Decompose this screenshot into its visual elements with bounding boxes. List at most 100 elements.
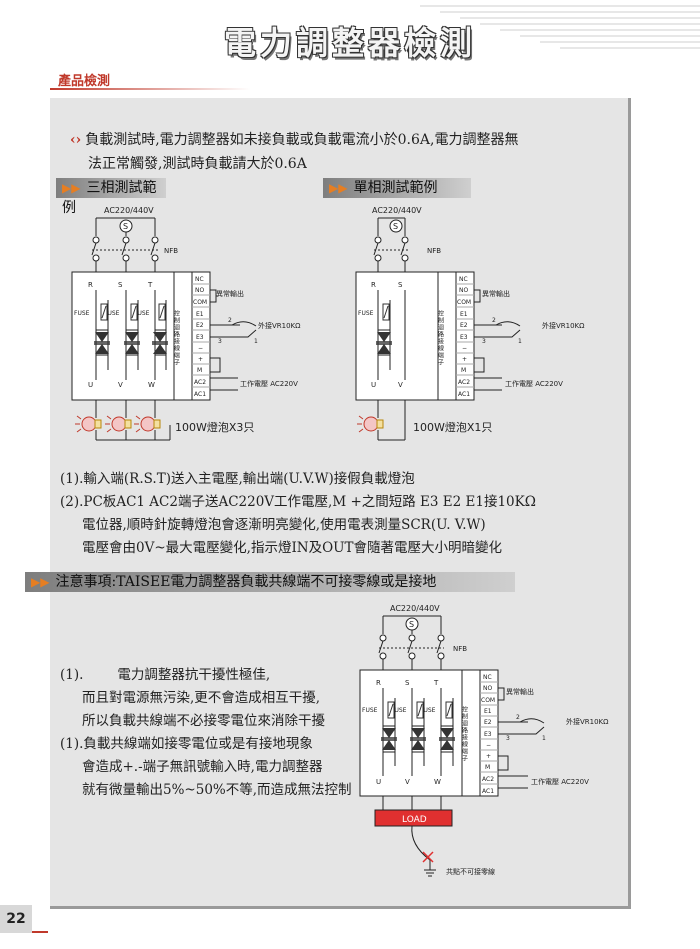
- svg-text:外接VR10KΩ: 外接VR10KΩ: [258, 321, 301, 330]
- svg-text:控制迴路接線端子: 控制迴路接線端子: [173, 309, 180, 366]
- svg-text:工作電壓 AC220V: 工作電壓 AC220V: [531, 777, 589, 786]
- double-arrow-icon: ▶▶: [62, 181, 81, 195]
- svg-text:S: S: [118, 281, 123, 289]
- svg-text:工作電壓 AC220V: 工作電壓 AC220V: [505, 379, 563, 388]
- content-panel: [50, 98, 631, 909]
- svg-text:3: 3: [218, 338, 222, 345]
- svg-text:R: R: [88, 281, 93, 289]
- intro-line-2: 法正常觸發,測試時負載請大於0.6A: [88, 156, 307, 172]
- svg-text:+: +: [462, 356, 467, 363]
- svg-text:E1: E1: [460, 311, 468, 318]
- svg-text:AC2: AC2: [482, 776, 494, 783]
- caution-header: ▶▶注意事項:TAISEE電力調整器負載共線端不可接零線或是接地: [25, 572, 515, 592]
- load-label: LOAD: [402, 815, 427, 825]
- svg-text:AC220/440V: AC220/440V: [390, 604, 440, 613]
- section-title: 產品檢測: [58, 74, 111, 89]
- svg-text:S: S: [398, 281, 403, 289]
- double-arrow-icon: ▶▶: [329, 181, 348, 195]
- svg-text:FUSE: FUSE: [391, 707, 407, 714]
- svg-text:2: 2: [492, 317, 496, 324]
- svg-text:AC1: AC1: [458, 391, 470, 398]
- lamp-1-label: 100W燈泡X1只: [413, 420, 492, 434]
- svg-text:工作電壓 AC220V: 工作電壓 AC220V: [240, 379, 298, 388]
- svg-text:COM: COM: [481, 697, 495, 704]
- svg-text:異常輸出: 異常輸出: [506, 687, 534, 696]
- svg-text:AC2: AC2: [458, 379, 470, 386]
- forbidden-cross-icon: [422, 851, 434, 863]
- svg-text:−: −: [462, 345, 467, 352]
- intro-line-1: 負載測試時,電力調整器如未接負載或負載電流小於0.6A,電力調整器無: [85, 132, 519, 148]
- svg-text:3: 3: [482, 338, 486, 345]
- svg-text:−: −: [486, 742, 491, 749]
- svg-text:NO: NO: [195, 287, 204, 294]
- note-1: (1).輸入端(R.S.T)送入主電壓,輸出端(U.V.W)接假負載燈泡: [60, 471, 415, 487]
- svg-text:S: S: [393, 222, 398, 231]
- svg-text:+: +: [198, 356, 203, 363]
- svg-text:外接VR10KΩ: 外接VR10KΩ: [542, 321, 585, 330]
- svg-text:NC: NC: [483, 674, 492, 681]
- intro-text: ‹›負載測試時,電力調整器如未接負載或負載電流小於0.6A,電力調整器無 法正常…: [70, 128, 615, 176]
- svg-text:R: R: [371, 281, 376, 289]
- svg-text:E1: E1: [196, 311, 204, 318]
- svg-text:1: 1: [518, 338, 522, 345]
- svg-text:E2: E2: [196, 322, 204, 329]
- svg-text:1: 1: [542, 735, 546, 742]
- svg-text:COM: COM: [457, 299, 471, 306]
- svg-text:R: R: [376, 679, 381, 687]
- svg-text:S: S: [405, 679, 410, 687]
- svg-text:E2: E2: [484, 719, 492, 726]
- svg-text:外接VR10KΩ: 外接VR10KΩ: [566, 717, 609, 726]
- nfb-label: NFB: [164, 247, 178, 255]
- svg-text:COM: COM: [193, 299, 207, 306]
- svg-text:M: M: [461, 367, 466, 374]
- svg-text:AC1: AC1: [194, 391, 206, 398]
- svg-text:NO: NO: [483, 685, 492, 692]
- svg-text:NC: NC: [195, 276, 204, 283]
- svg-text:+: +: [486, 753, 491, 760]
- note-2-line-3: 電壓會由0V~最大電壓變化,指示燈IN及OUT會隨著電壓大小明暗變化: [82, 540, 503, 556]
- caution-notes: (1).電力調整器抗干擾性極佳, 而且對電源無污染,更不會造成相互干擾, 所以負…: [60, 667, 352, 798]
- svg-text:E3: E3: [460, 334, 468, 341]
- svg-text:U: U: [376, 778, 381, 786]
- test-notes: (1).輸入端(R.S.T)送入主電壓,輸出端(U.V.W)接假負載燈泡 (2)…: [60, 468, 620, 560]
- svg-text:W: W: [148, 381, 155, 389]
- svg-text:2: 2: [228, 317, 232, 324]
- svg-text:異常輸出: 異常輸出: [482, 289, 510, 298]
- load-block: [374, 809, 453, 827]
- svg-text:NFB: NFB: [453, 645, 467, 653]
- svg-text:2: 2: [516, 714, 520, 721]
- section-underline: [50, 88, 250, 90]
- three-phase-header: ▶▶三相測試範例: [56, 178, 166, 216]
- svg-text:−: −: [198, 345, 203, 352]
- svg-text:E3: E3: [484, 731, 492, 738]
- svg-text:U: U: [371, 381, 376, 389]
- svg-text:V: V: [118, 381, 123, 389]
- page-title: 電力調整器檢測: [223, 24, 476, 62]
- diamond-bullet-icon: ‹›: [70, 132, 82, 148]
- svg-text:控制迴路接線端子: 控制迴路接線端子: [461, 705, 468, 762]
- svg-text:AC1: AC1: [482, 788, 494, 795]
- note-2-line-1: (2).PC板AC1 AC2端子送AC220V工作電壓,M +之間短路 E3 E…: [60, 494, 536, 510]
- note-2-line-2: 電位器,順時針旋轉燈泡會逐漸明亮變化,使用電表測量SCR(U. V.W): [82, 517, 486, 533]
- svg-text:NC: NC: [459, 276, 468, 283]
- svg-text:AC220/440V: AC220/440V: [372, 206, 422, 215]
- svg-text:異常輸出: 異常輸出: [216, 289, 244, 298]
- svg-text:S: S: [409, 620, 414, 629]
- svg-text:T: T: [147, 281, 153, 289]
- svg-text:FUSE: FUSE: [358, 310, 374, 317]
- svg-text:M: M: [197, 367, 202, 374]
- svg-text:U: U: [88, 381, 93, 389]
- header-stripes: [420, 5, 700, 49]
- page-number-rule: [32, 931, 48, 933]
- svg-text:AC2: AC2: [194, 379, 206, 386]
- svg-text:T: T: [433, 679, 439, 687]
- svg-text:1: 1: [254, 338, 258, 345]
- no-neutral-label: 共點不可接零線: [446, 867, 495, 876]
- svg-text:3: 3: [506, 735, 510, 742]
- svg-text:E3: E3: [196, 334, 204, 341]
- svg-text:W: W: [434, 778, 441, 786]
- svg-text:FUSE: FUSE: [362, 707, 378, 714]
